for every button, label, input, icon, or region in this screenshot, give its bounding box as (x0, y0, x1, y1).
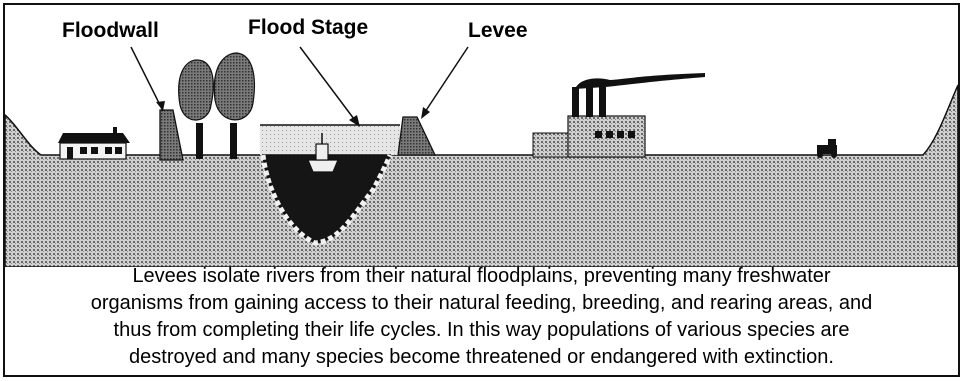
figure-frame: Floodwall Flood Stage Levee Levees isola… (3, 3, 960, 377)
ground (5, 85, 958, 267)
boat (308, 160, 338, 172)
caption: Levees isolate rivers from their natural… (5, 263, 958, 371)
floodwall (160, 110, 183, 160)
caption-line-3: thus from completing their life cycles. … (5, 317, 958, 344)
flood-water (260, 125, 400, 155)
flood-stage-label: Flood Stage (248, 16, 368, 40)
trees (179, 53, 255, 159)
floodwall-label: Floodwall (62, 19, 159, 43)
smoke (575, 73, 705, 89)
levee-label: Levee (468, 19, 528, 43)
floodwall-pointer (131, 47, 163, 111)
house (58, 127, 130, 159)
caption-line-1: Levees isolate rivers from their natural… (5, 263, 958, 290)
flood-stage-pointer (300, 47, 357, 123)
levee (398, 117, 435, 155)
factory (533, 73, 705, 157)
caption-line-2: organisms from gaining access to their n… (5, 290, 958, 317)
levee-pointer (423, 47, 468, 115)
levee-diagram (5, 5, 958, 267)
caption-line-4: destroyed and many species become threat… (5, 344, 958, 371)
